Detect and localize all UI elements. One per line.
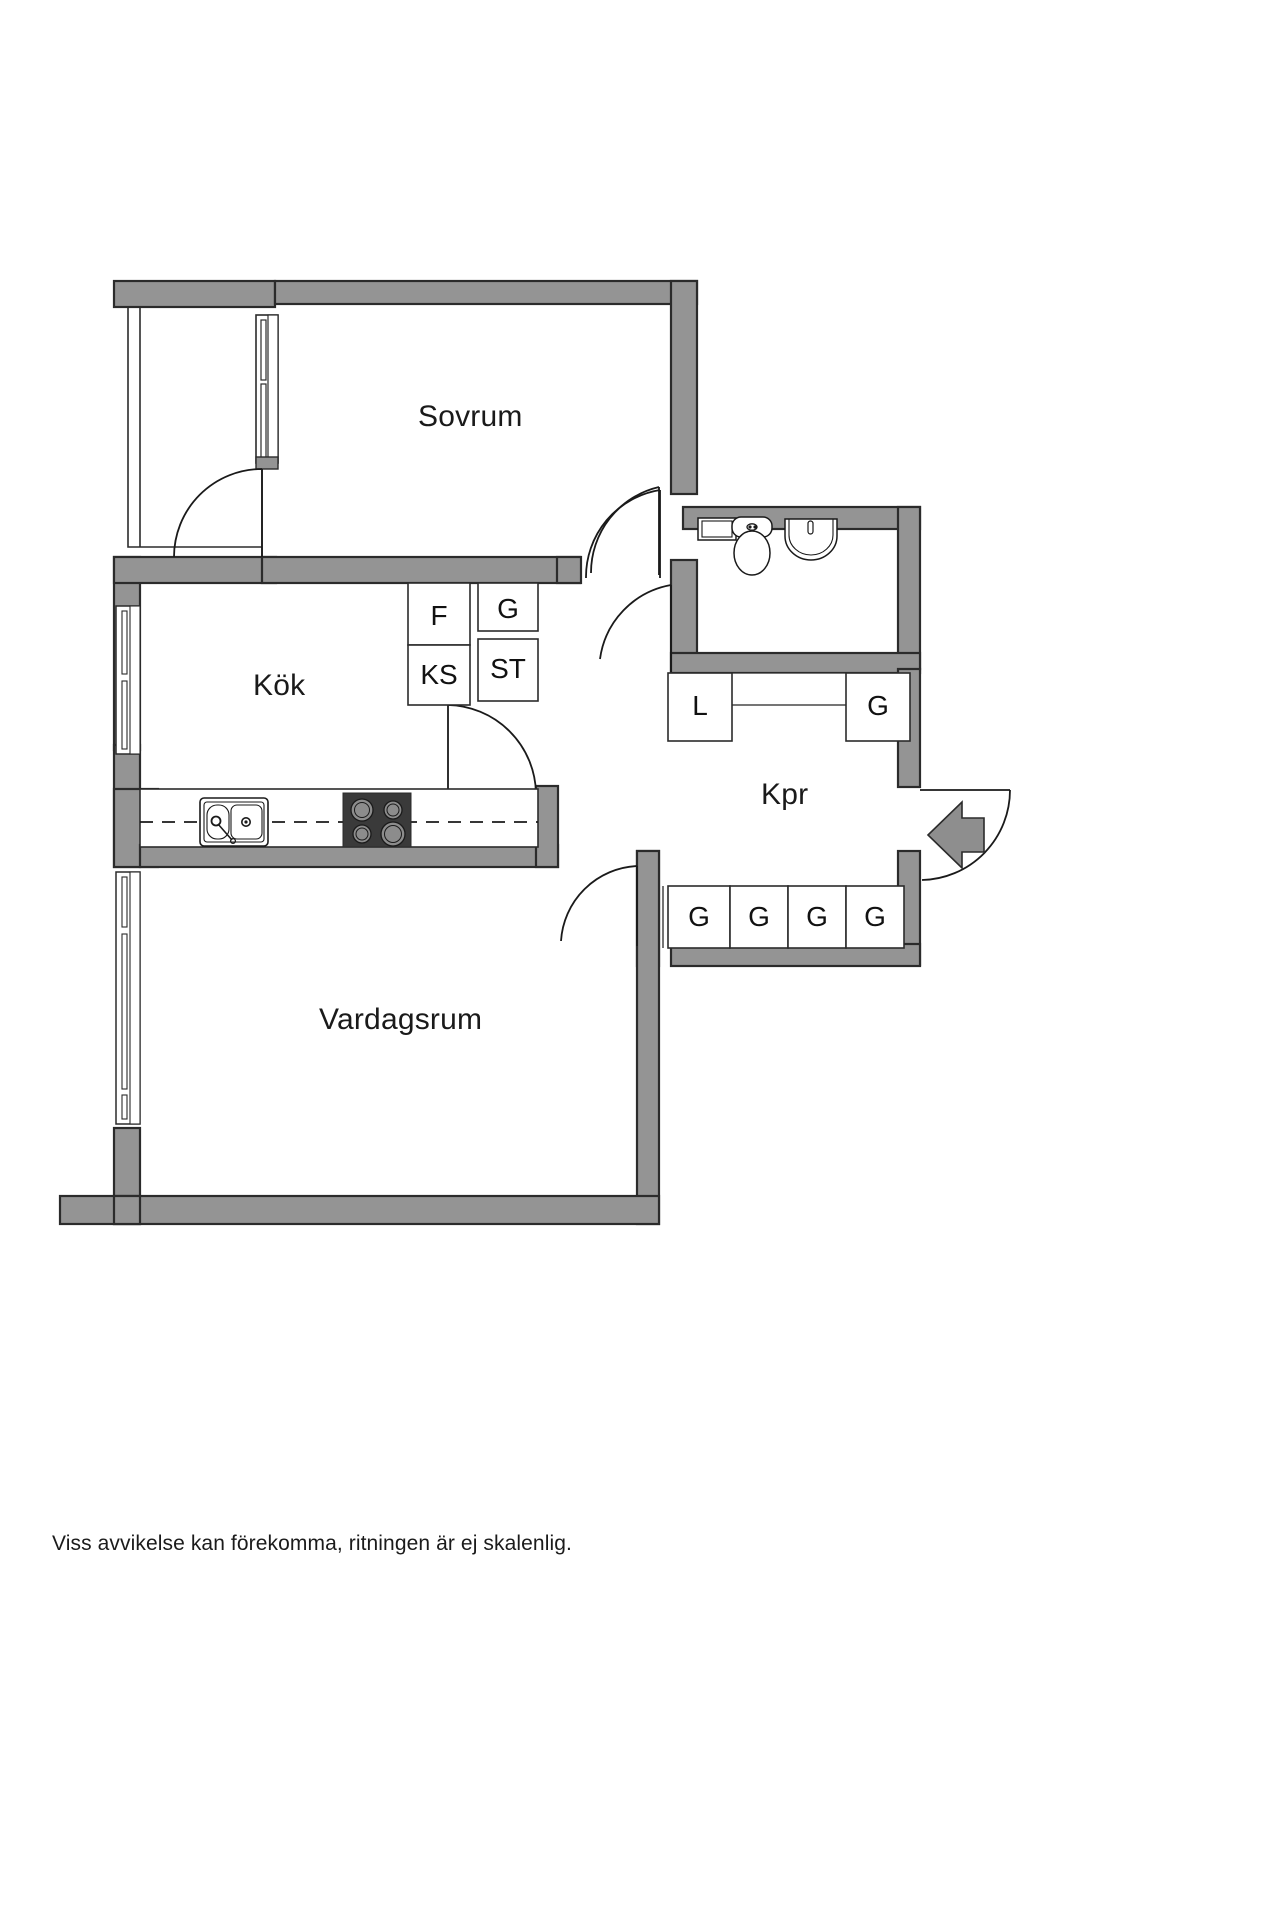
box-g1 [477,582,539,632]
box-label-g6: G [864,901,886,932]
entry-door-swing [920,789,1011,881]
wall-top-main [273,279,699,306]
door-swings-group [173,468,1011,946]
box-g5 [787,885,847,949]
wall-balcony-bottom [112,555,278,585]
bathroom-cabinet-icon [697,517,737,541]
wash-basin-icon [784,518,838,561]
bedroom-door-swing-b [584,490,657,578]
wall-hall-left [555,555,583,585]
balcony-door-swing [173,468,263,558]
balcony-outline [127,307,262,548]
disclaimer-text: Viss avvikelse kan förekomma, ritningen … [52,1532,572,1555]
kitchen-counter-group [139,788,539,848]
kitchen-door-swing [447,704,537,795]
thin-outlines-group [127,307,263,557]
wall-vardag-bottom [58,1194,661,1226]
bedroom-door-swing [585,489,661,579]
livingroom-window [115,871,141,1125]
box-g4 [729,885,789,949]
box-g2 [845,672,911,742]
bathroom-fixtures-group [697,516,838,576]
appliance-boxes-group [407,582,911,949]
room-label-kpr: Kpr [761,778,809,811]
bedroom-door-arc-group [590,486,660,575]
kitchen-window [115,605,141,755]
wall-top-left [112,279,277,309]
wall-kok-bottom [138,843,560,869]
box-label-g1: G [497,593,519,624]
wall-vardag-right [635,849,661,1226]
box-st [477,638,539,702]
wall-wc-bottom [669,651,922,675]
box-label-f: F [430,600,448,631]
box-label-g3: G [688,901,710,932]
wall-sovrum-bottom [260,555,582,585]
hall-counter [729,672,849,706]
windows-group [115,314,279,1125]
livingroom-door-swing [560,865,638,946]
walls-group [58,279,922,1226]
wall-wc-right [896,505,922,671]
box-f [407,582,471,646]
box-ks [407,644,471,706]
stove-icon [342,792,412,848]
hall-counter-group [729,672,849,706]
kitchen-sink-icon [199,797,269,847]
toilet-icon [731,516,773,576]
box-label-g2: G [867,690,889,721]
box-label-l: L [692,690,708,721]
room-label-vardagsrum: Vardagsrum [319,1003,483,1036]
wc-door-swing [599,584,672,672]
box-label-st: ST [490,653,526,684]
box-g3 [667,885,731,949]
box-g6 [845,885,905,949]
box-label-g5: G [806,901,828,932]
box-l [667,672,733,742]
box-label-g4: G [748,901,770,932]
wall-kok-right [534,784,560,869]
balcony-glass-door [255,314,279,470]
box-label-ks: KS [420,659,458,690]
room-label-kok: Kök [253,669,306,702]
wall-sovrum-right [669,279,699,496]
wall-vardag-leftstub [112,1194,142,1226]
entry-arrow-icon [926,800,985,870]
bedroom-door-arc [590,486,660,575]
room-label-sovrum: Sovrum [418,400,523,433]
